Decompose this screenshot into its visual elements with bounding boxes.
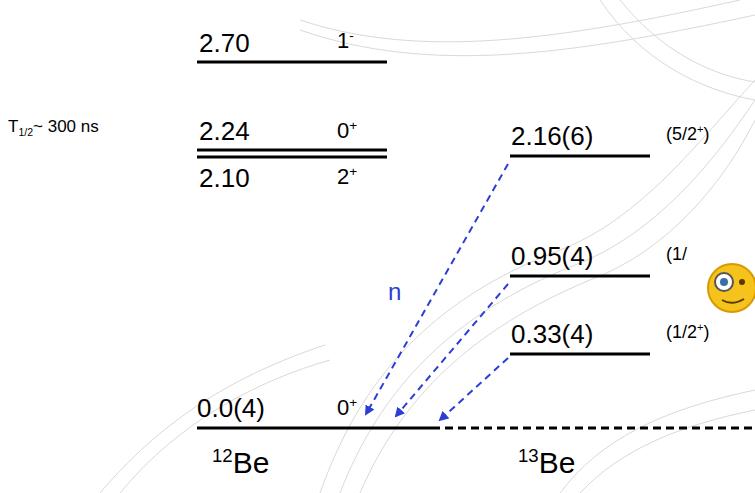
neutron-label: n <box>388 280 401 304</box>
decay-arrows <box>366 164 508 420</box>
energy-levels <box>197 62 650 428</box>
spin-parity: 0+ <box>337 120 357 142</box>
nucleus-name: 13Be <box>518 448 575 478</box>
level-energy: 2.70 <box>199 30 250 56</box>
background-swooshes <box>100 0 755 493</box>
level-energy: 2.10 <box>199 165 250 191</box>
level-energy: 0.95(4) <box>511 243 593 269</box>
level-energy: 0.33(4) <box>511 321 593 347</box>
nucleus-name: 12Be <box>212 448 269 478</box>
spin-parity: (1/2+) <box>666 323 710 341</box>
spin-parity: 1- <box>337 30 354 52</box>
spin-parity: (5/2+) <box>666 125 710 143</box>
spin-parity: 0+ <box>337 397 357 419</box>
level-energy: 0.0(4) <box>197 395 265 421</box>
spin-parity: (1/ <box>666 245 687 263</box>
spin-parity: 2+ <box>337 166 357 188</box>
level-energy: 2.16(6) <box>511 123 593 149</box>
emoji-face <box>708 264 755 312</box>
level-energy: 2.24 <box>199 118 250 144</box>
half-life-note: T1/2~ 300 ns <box>8 118 99 135</box>
threshold-line <box>432 427 755 430</box>
